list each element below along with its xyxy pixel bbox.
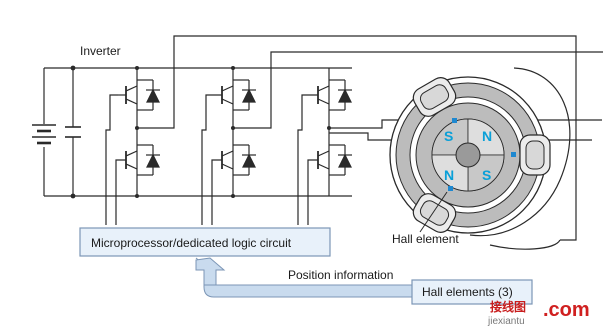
watermark-site-cn: 接线图 (490, 299, 526, 314)
hall-elements-box: Hall elements (3) (411, 279, 533, 305)
inverter-leg-1 (105, 35, 577, 241)
stator-coil-1 (412, 77, 457, 117)
watermark: 接线图 jiexiantu .com (487, 299, 590, 326)
lower-transistor (115, 150, 138, 225)
watermark-site-latin: jiexiantu (487, 316, 525, 326)
motor: S N N S (389, 67, 571, 250)
rotor-pole-s-top: S (444, 128, 453, 144)
position-information-label: Position information (288, 268, 393, 282)
position-feedback-arrow (195, 257, 413, 298)
rotor-pole-n-top: N (482, 128, 492, 144)
stator-coil-2 (519, 134, 551, 176)
hall-element-pointer (419, 191, 448, 233)
inverter-label: Inverter (80, 44, 121, 58)
upper-diode (146, 88, 160, 103)
motor-wiring-loop (469, 67, 571, 237)
leg-frame (136, 68, 154, 196)
watermark-tld: .com (543, 299, 590, 321)
rotor (431, 118, 505, 192)
upper-transistor (105, 85, 138, 225)
hall-elements-box-label: Hall elements (3) (422, 285, 513, 299)
hall-element-label: Hall element (392, 232, 459, 246)
capacitor-symbol (65, 126, 81, 138)
hall-sensors (448, 118, 516, 191)
phase-output-1 (137, 35, 577, 241)
rail-junctions (70, 65, 235, 199)
inverter-leg-2 (201, 51, 603, 225)
rotor-pole-s-bottom: S (482, 167, 491, 183)
battery-symbol (32, 124, 56, 145)
microprocessor-label: Microprocessor/dedicated logic circuit (91, 236, 292, 250)
lower-diode (146, 153, 160, 168)
rotor-pole-n-bottom: N (444, 167, 454, 183)
dc-power-rails (43, 67, 352, 197)
microprocessor-box: Microprocessor/dedicated logic circuit (79, 227, 331, 257)
